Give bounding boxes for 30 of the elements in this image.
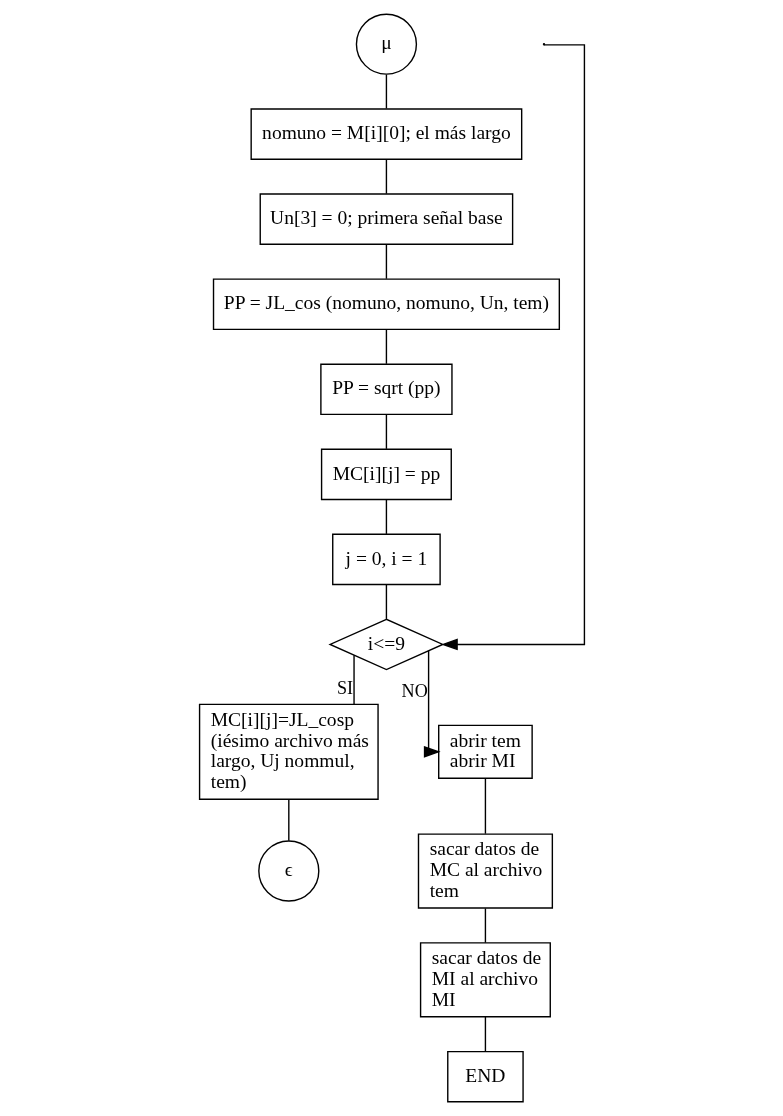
connector (352, 654, 355, 705)
arrow (423, 650, 441, 758)
edge-label: NO (401, 680, 428, 701)
node-diamond: i<=9 (327, 618, 444, 671)
edge-label: SI (336, 678, 353, 699)
connector (484, 1016, 486, 1053)
connector (385, 499, 387, 535)
node-box: MC[i][j] = pp (320, 448, 452, 501)
node-box: j = 0, i = 1 (331, 533, 441, 586)
connector (385, 158, 387, 195)
node-box: sacar datos de MC al archivo tem (417, 833, 553, 909)
connector (385, 244, 387, 280)
node-box: END (446, 1050, 524, 1103)
connector (484, 778, 486, 835)
connector (385, 73, 387, 110)
node-circle: μ (355, 13, 417, 75)
node-box: PP = sqrt (pp) (319, 363, 453, 416)
connector (385, 584, 387, 620)
node-circle: ϵ (257, 840, 319, 902)
arrow (440, 44, 585, 651)
node-box: nomuno = M[i][0]; el más largo (249, 108, 522, 160)
connector (484, 907, 486, 944)
node-box: sacar datos de MI al archivo MI (419, 942, 551, 1018)
node-box: abrir tem abrir MI (437, 724, 533, 779)
node-box: Un[3] = 0; primera señal base (259, 193, 513, 245)
node-box: PP = JL_cos (nomuno, nomuno, Un, tem) (212, 278, 560, 330)
connector (287, 798, 289, 842)
connector (385, 414, 387, 450)
connector (385, 329, 387, 365)
node-box: MC[i][j]=JL_cosp (iésimo archivo más largo, Uj nommul, tem) (198, 703, 379, 800)
